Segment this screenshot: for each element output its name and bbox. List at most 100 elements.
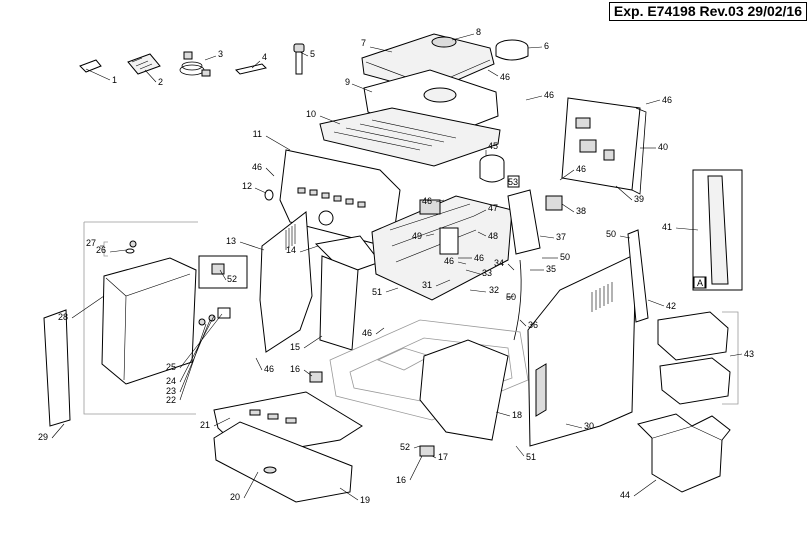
- leader-line-18: [495, 411, 511, 417]
- callout-24: 24: [166, 376, 176, 386]
- leader-line-50: [505, 295, 515, 299]
- leader-line-3: [204, 55, 217, 61]
- part-11-front-control-panel: [279, 149, 401, 249]
- leader-line-10: [319, 115, 341, 125]
- leader-line-2: [144, 69, 157, 83]
- leader-line-50: [619, 235, 631, 239]
- leader-line-7: [369, 46, 393, 53]
- part-2-brush: [127, 53, 161, 75]
- leader-line-1: [85, 68, 111, 81]
- callout-46: 46: [264, 364, 274, 374]
- part-8-lid-knob: [431, 36, 457, 48]
- part-40-board-cover: [631, 107, 647, 195]
- leader-line-23: [179, 319, 211, 393]
- part-5-descaler-bottle: [293, 43, 305, 75]
- callout-34: 34: [494, 258, 504, 268]
- leader-line-9: [351, 83, 373, 93]
- callout-46: 46: [422, 196, 432, 206]
- callout-12: 12: [242, 181, 252, 191]
- callout-28: 28: [58, 312, 68, 322]
- callout-45: 45: [488, 141, 498, 151]
- callout-31: 31: [422, 280, 432, 290]
- callout-11: 11: [253, 129, 262, 139]
- detail-marker-box: [507, 175, 520, 188]
- leader-line-52: [219, 269, 227, 281]
- leader-line-47: [473, 209, 487, 217]
- callout-8: 8: [476, 27, 481, 37]
- parts-22-25-valve-seals: [198, 307, 231, 326]
- part-39-control-board: [561, 97, 641, 191]
- callout-18: 18: [512, 410, 522, 420]
- leader-line-31: [435, 279, 451, 287]
- callout-21: 21: [200, 420, 210, 430]
- callout-46: 46: [252, 162, 262, 172]
- leader-line-46: [559, 169, 575, 181]
- leader-line-46: [525, 95, 543, 101]
- leader-line-17: [431, 455, 437, 459]
- callout-16: 16: [290, 364, 300, 374]
- leader-line-16: [303, 369, 313, 377]
- part-1-scoop: [79, 59, 102, 73]
- leader-line-44: [633, 479, 657, 497]
- leader-line-46: [435, 199, 445, 203]
- part-28-water-tank: [83, 221, 198, 415]
- part-29-tank-door: [43, 309, 71, 427]
- leader-line-25: [179, 313, 223, 369]
- callout-5: 5: [310, 49, 315, 59]
- part-37-boiler-bracket: [507, 189, 541, 255]
- callout-9: 9: [345, 77, 350, 87]
- callout-4: 4: [262, 52, 267, 62]
- callout-33: 33: [482, 268, 492, 278]
- callout-1: 1: [112, 75, 117, 85]
- part-30-right-side-panel: [527, 253, 637, 447]
- part-3-power-cord: [179, 51, 211, 77]
- callout-32: 32: [489, 285, 499, 295]
- callout-46: 46: [444, 256, 454, 266]
- callout-46: 46: [662, 95, 672, 105]
- leader-line-4: [251, 60, 261, 69]
- callout-43: 43: [744, 349, 754, 359]
- part-4-test-strip: [235, 63, 267, 75]
- callout-6: 6: [544, 41, 549, 51]
- leader-line-52: [413, 445, 421, 449]
- callout-52: 52: [400, 442, 410, 452]
- callout-49: 49: [412, 231, 422, 241]
- callout-14: 14: [286, 245, 296, 255]
- leader-line-33: [465, 269, 481, 275]
- part-36-water-tube: [513, 259, 522, 341]
- callout-40: 40: [658, 142, 668, 152]
- leader-line-30: [565, 423, 583, 429]
- callout-17: 17: [438, 452, 448, 462]
- leader-line-46: [457, 261, 467, 265]
- part-45-grinder: [479, 154, 505, 183]
- leader-line-42: [647, 299, 665, 307]
- part-15-inner-side-cover: [319, 255, 359, 351]
- leader-line-46: [375, 327, 385, 335]
- callout-41: 41: [662, 222, 672, 232]
- leader-line-46: [265, 167, 275, 177]
- callout-29: 29: [38, 432, 48, 442]
- callout-25: 25: [166, 362, 176, 372]
- callout-50: 50: [606, 229, 616, 239]
- leader-line-24: [179, 315, 215, 383]
- leader-line-46: [255, 357, 263, 371]
- leader-line-48: [477, 231, 487, 237]
- part-12-knob-washer: [264, 189, 274, 201]
- leader-line-5: [299, 51, 309, 57]
- leader-line-39: [615, 185, 633, 201]
- callout-19: 19: [360, 495, 370, 505]
- leader-line-22: [179, 323, 207, 401]
- callout-A: A: [697, 278, 703, 288]
- callout-46: 46: [362, 328, 372, 338]
- callout-27: 27: [86, 238, 96, 248]
- callout-46: 46: [544, 90, 554, 100]
- callout-46: 46: [576, 164, 586, 174]
- callout-51: 51: [372, 287, 382, 297]
- callout-51: 51: [526, 452, 536, 462]
- part-10-cup-warmer-grid: [319, 107, 501, 167]
- callout-26: 26: [96, 245, 106, 255]
- callout-20: 20: [230, 492, 240, 502]
- part-38-pad: [545, 195, 563, 211]
